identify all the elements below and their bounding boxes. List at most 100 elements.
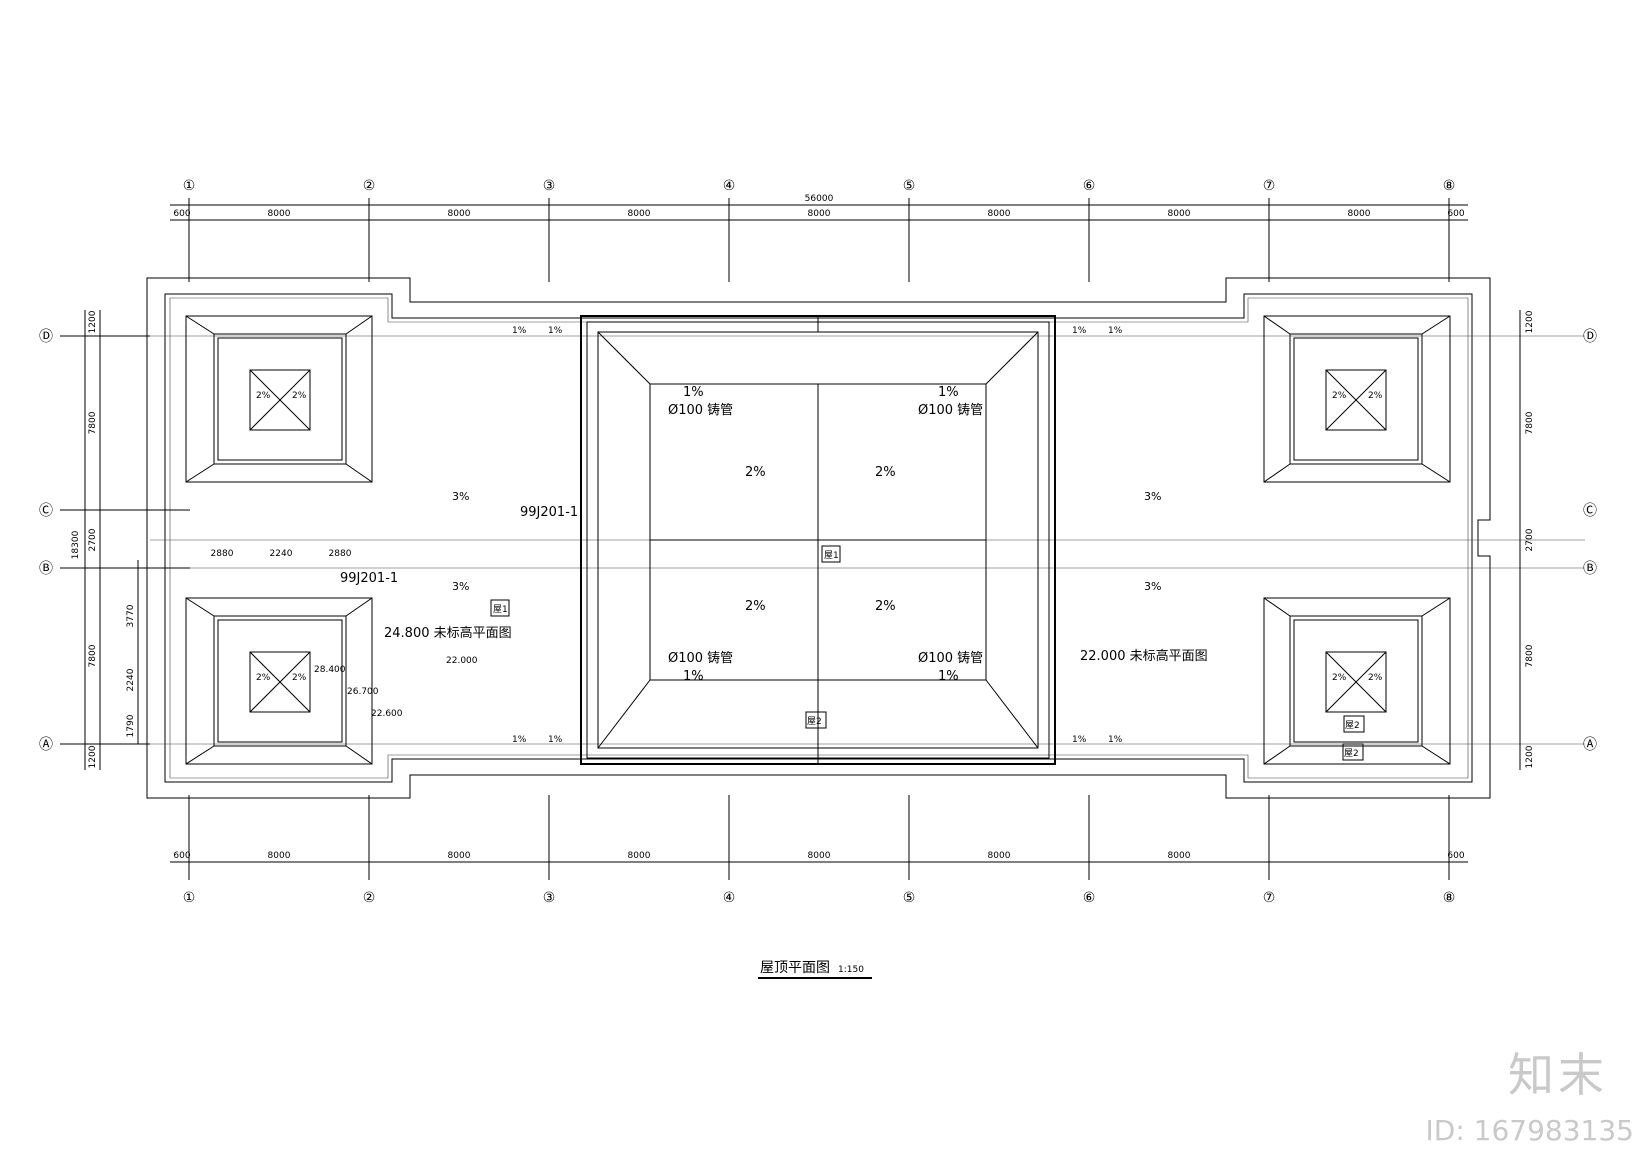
axis-B-right: Ⓑ: [1583, 561, 1597, 577]
tower-sub-dim: 2880: [211, 549, 234, 559]
vert-dim: 1200: [1525, 310, 1535, 333]
pipe-label: Ø100 铸管: [918, 402, 983, 418]
bay-dim-7: 8000: [1348, 209, 1371, 219]
room-tag: 屋2: [807, 716, 822, 727]
tower-sub-dim: 2240: [270, 549, 293, 559]
slope-label: 2%: [1332, 391, 1347, 401]
room-tag: 屋1: [824, 550, 839, 561]
slope-label: 1%: [1072, 326, 1087, 336]
axis-lines-top: [188, 198, 1450, 282]
edge-dim-left: 600: [173, 209, 190, 219]
slope-label: 2%: [1368, 391, 1383, 401]
slope-label: 2%: [292, 391, 307, 401]
drawing-title-block: 屋顶平面图 1:150: [758, 960, 872, 979]
bay-dim-3: 8000: [628, 209, 651, 219]
elevation-label: 24.800 未标高平面图: [384, 625, 512, 641]
axis-8-bottom: ⑧: [1443, 890, 1456, 906]
vert-dim: 7800: [1525, 411, 1535, 434]
axis-C-left: Ⓒ: [39, 503, 53, 519]
bay-dim-6: 8000: [1168, 209, 1191, 219]
axis-4-bottom: ④: [723, 890, 736, 906]
slope-label: 1%: [548, 735, 563, 745]
vert-dim: 7800: [88, 644, 98, 667]
elevation-label: 22.000 未标高平面图: [1080, 648, 1208, 664]
vert-dim: 2700: [88, 528, 98, 551]
axis-lines-bottom: [188, 795, 1450, 880]
axis-1-top: ①: [183, 178, 196, 194]
elevation-label: 28.400: [314, 665, 346, 675]
vert-dim: 7800: [88, 411, 98, 434]
axis-8-top: ⑧: [1443, 178, 1456, 194]
tower-vert-dim: 2240: [126, 668, 136, 691]
total-width-dim: 56000: [805, 194, 834, 204]
bay-dim-2: 8000: [448, 209, 471, 219]
elevation-label: 22.600: [371, 709, 403, 719]
axis-3-bottom: ③: [543, 890, 556, 906]
bay-dim-5: 8000: [988, 851, 1011, 861]
axis-5-bottom: ⑤: [903, 890, 916, 906]
bay-dim-3: 8000: [628, 851, 651, 861]
axis-5-top: ⑤: [903, 178, 916, 194]
slope-label: 1%: [1072, 735, 1087, 745]
axis-7-top: ⑦: [1263, 178, 1276, 194]
slope-label: 3%: [452, 580, 469, 593]
slope-label: 3%: [1144, 580, 1161, 593]
bay-dim-4: 8000: [808, 851, 831, 861]
slope-label: 3%: [452, 490, 469, 503]
slope-label: 1%: [938, 385, 959, 400]
vert-dim: 7800: [1525, 644, 1535, 667]
right-dimensions: 1200 7800 2700 7800 1200: [1519, 310, 1535, 770]
bay-dim-1: 8000: [268, 851, 291, 861]
edge-dim-right: 600: [1447, 851, 1464, 861]
left-dimensions: 18300 1200 7800 2700 7800 1200 2880 2240…: [71, 310, 352, 770]
pipe-label: Ø100 铸管: [668, 402, 733, 418]
tower-bottom-right: [1263, 597, 1451, 765]
bay-dim-4: 8000: [808, 209, 831, 219]
slope-label: 1%: [512, 735, 527, 745]
annotations: 99J201-1 99J201-1 24.800 未标高平面图 22.000 未…: [314, 505, 1365, 761]
pipe-label: Ø100 铸管: [668, 650, 733, 666]
axis-3-top: ③: [543, 178, 556, 194]
ref-code: 99J201-1: [520, 505, 578, 520]
top-axis-labels: ① ② ③ ④ ⑤ ⑥ ⑦ ⑧: [183, 178, 1456, 194]
vert-dim: 1200: [88, 745, 98, 768]
slope-label: 2%: [1332, 673, 1347, 683]
slope-label: 2%: [745, 599, 766, 614]
axis-D-left: Ⓓ: [39, 329, 53, 345]
slope-labels: 2% 2% 2% 2% 1% 1% 1% 1% 3% 3% 3% 3% 1% 1…: [256, 326, 1383, 745]
slope-label: 1%: [512, 326, 527, 336]
elevation-label: 22.000: [446, 656, 478, 666]
drawing-title: 屋顶平面图: [760, 960, 830, 976]
tower-vert-dim: 1790: [126, 714, 136, 737]
top-dimensions: 56000 600 8000 8000 8000 8000 8000 8000 …: [170, 194, 1468, 221]
axis-A-right: Ⓐ: [1583, 737, 1597, 753]
tower-top-left: [185, 315, 373, 483]
vert-dim: 1200: [88, 310, 98, 333]
slope-label: 1%: [938, 669, 959, 684]
slope-label: 2%: [875, 599, 896, 614]
slope-label: 1%: [548, 326, 563, 336]
slope-label: 2%: [1368, 673, 1383, 683]
axis-2-bottom: ②: [363, 890, 376, 906]
slope-label: 1%: [683, 669, 704, 684]
slope-label: 1%: [1108, 326, 1123, 336]
slope-label: 1%: [1108, 735, 1123, 745]
slope-label: 2%: [256, 391, 271, 401]
watermark-logo: 知末: [1508, 1048, 1608, 1102]
central-pavilion: [580, 315, 1056, 765]
slope-label: 2%: [745, 465, 766, 480]
bay-dim-1: 8000: [268, 209, 291, 219]
bay-dim-6: 8000: [1168, 851, 1191, 861]
bay-dim-5: 8000: [988, 209, 1011, 219]
axis-4-top: ④: [723, 178, 736, 194]
tower-top-right: [1263, 315, 1451, 483]
edge-dim-left: 600: [173, 851, 190, 861]
slope-label: 2%: [256, 673, 271, 683]
tower-bottom-left: [185, 597, 373, 765]
edge-dim-right: 600: [1447, 209, 1464, 219]
room-tag: 屋1: [493, 604, 508, 615]
axis-1-bottom: ①: [183, 890, 196, 906]
axis-2-top: ②: [363, 178, 376, 194]
drawing-scale: 1:150: [838, 965, 864, 975]
